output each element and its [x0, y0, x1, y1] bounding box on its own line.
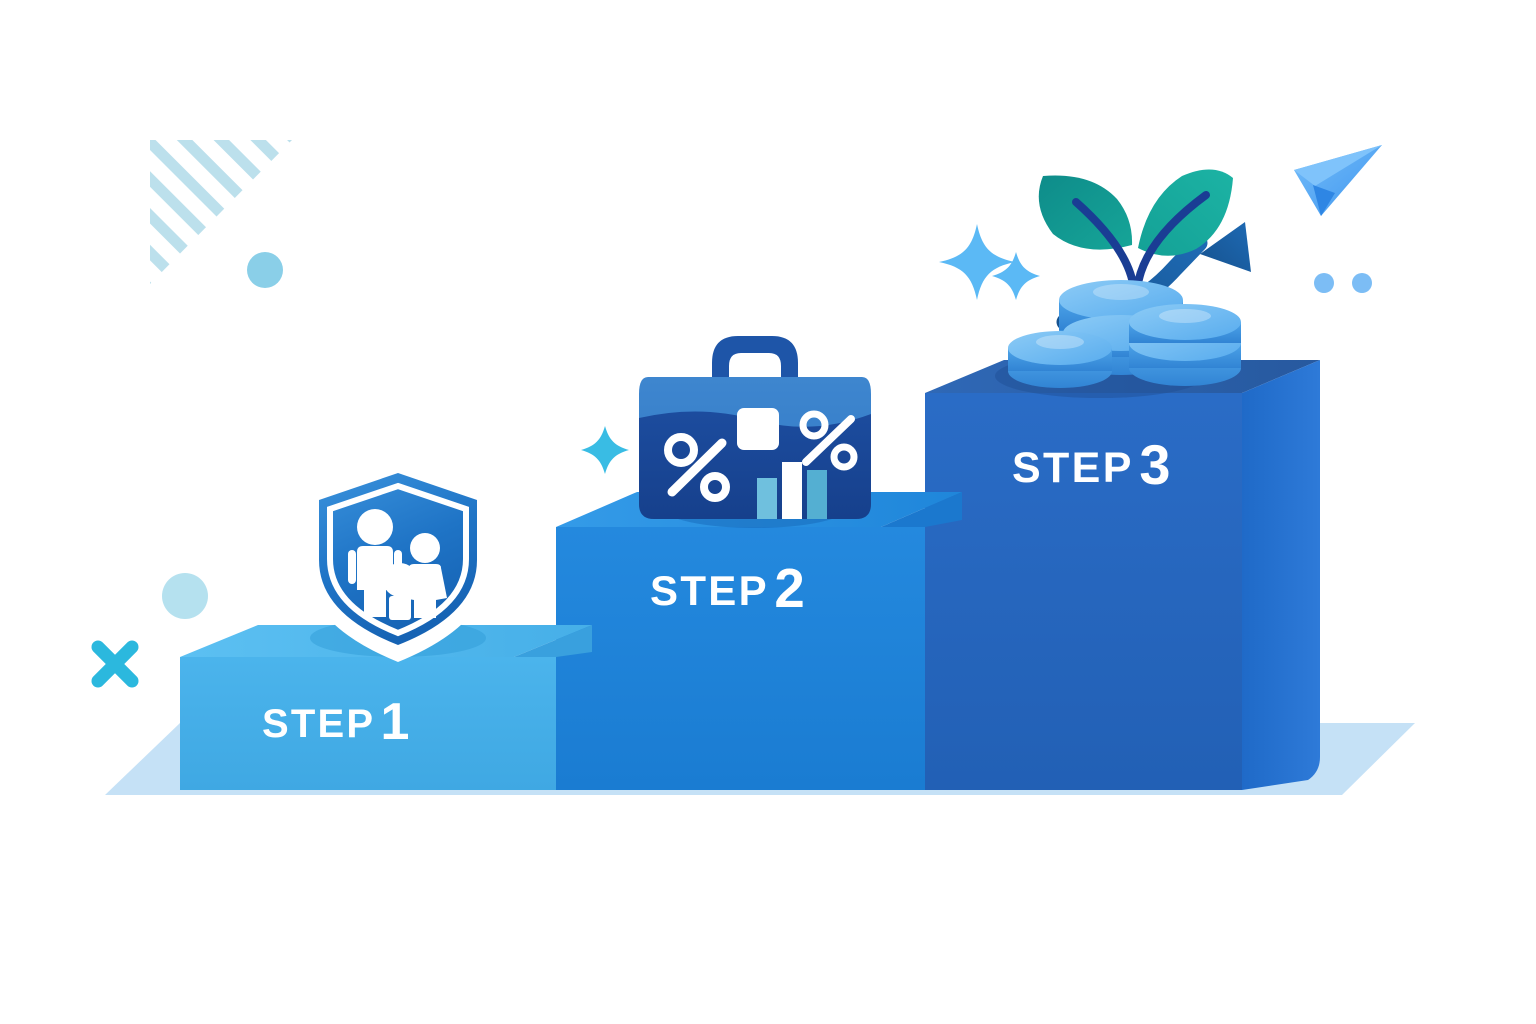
- sparkle-small-left-decoration: [581, 426, 629, 474]
- coins-plant-growth-icon: [1008, 169, 1251, 388]
- dot-top-left-decoration: [247, 252, 283, 288]
- step-3-label-text: STEP: [1012, 444, 1134, 493]
- dot-pair-right-decoration: [1314, 273, 1334, 293]
- coin-stack-right: [1129, 304, 1241, 386]
- step-2-block[interactable]: [556, 488, 962, 790]
- cross-mark-decoration: [91, 640, 139, 688]
- coin-stack-left: [1008, 331, 1112, 388]
- family-silhouettes: [348, 509, 447, 620]
- step-1-label: STEP1: [262, 692, 409, 752]
- step-1-label-text: STEP: [262, 702, 376, 747]
- step-3-number: 3: [1139, 433, 1171, 496]
- step-2-number: 2: [774, 558, 805, 619]
- step-2-label: STEP2: [650, 557, 805, 620]
- step-2-label-text: STEP: [650, 567, 769, 615]
- sparkle-large-decoration: [939, 224, 1015, 300]
- family-shield-icon: [304, 455, 492, 662]
- step-3-block[interactable]: [925, 354, 1320, 790]
- dot-left-decoration: [162, 573, 208, 619]
- percent-left: [664, 433, 730, 502]
- step-3-label: STEP3: [1012, 432, 1170, 497]
- mini-bar-chart: [757, 462, 827, 519]
- dot-pair-right-decoration-2: [1352, 273, 1372, 293]
- percent-right: [799, 410, 858, 471]
- step-1-number: 1: [380, 693, 410, 751]
- paper-plane-icon: [1294, 145, 1382, 216]
- briefcase-percent-icon: [639, 336, 871, 519]
- sparkle-small-right-decoration: [992, 252, 1040, 300]
